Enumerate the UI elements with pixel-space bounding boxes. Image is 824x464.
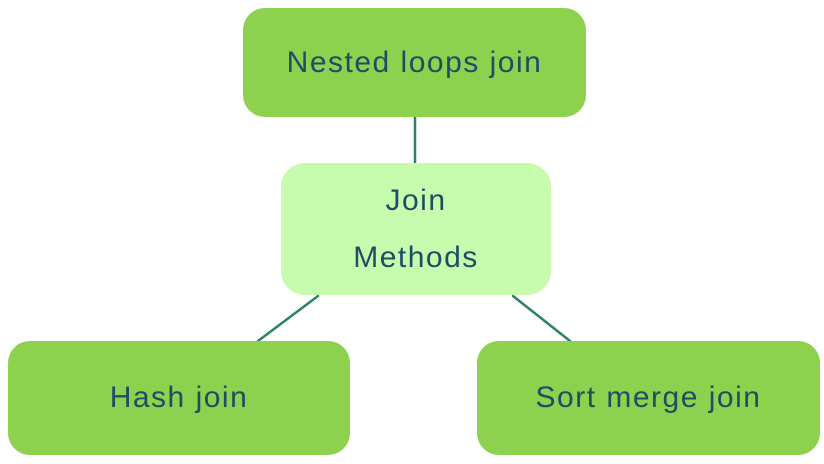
node-join-methods-label-line-1: Join bbox=[385, 184, 447, 217]
node-hash-join-label: Hash join bbox=[109, 381, 249, 414]
connector-root-to-hash bbox=[256, 294, 320, 343]
connector-root-to-sort-merge bbox=[511, 294, 572, 343]
node-hash-join: Hash join bbox=[8, 341, 350, 455]
node-join-methods: Join Methods bbox=[281, 163, 551, 295]
node-nested-loops-join-label: Nested loops join bbox=[286, 45, 543, 79]
node-sort-merge-join: Sort merge join bbox=[477, 341, 820, 455]
node-sort-merge-join-label: Sort merge join bbox=[535, 381, 762, 414]
node-nested-loops-join: Nested loops join bbox=[243, 8, 586, 117]
node-join-methods-label-line-2: Methods bbox=[353, 241, 479, 274]
